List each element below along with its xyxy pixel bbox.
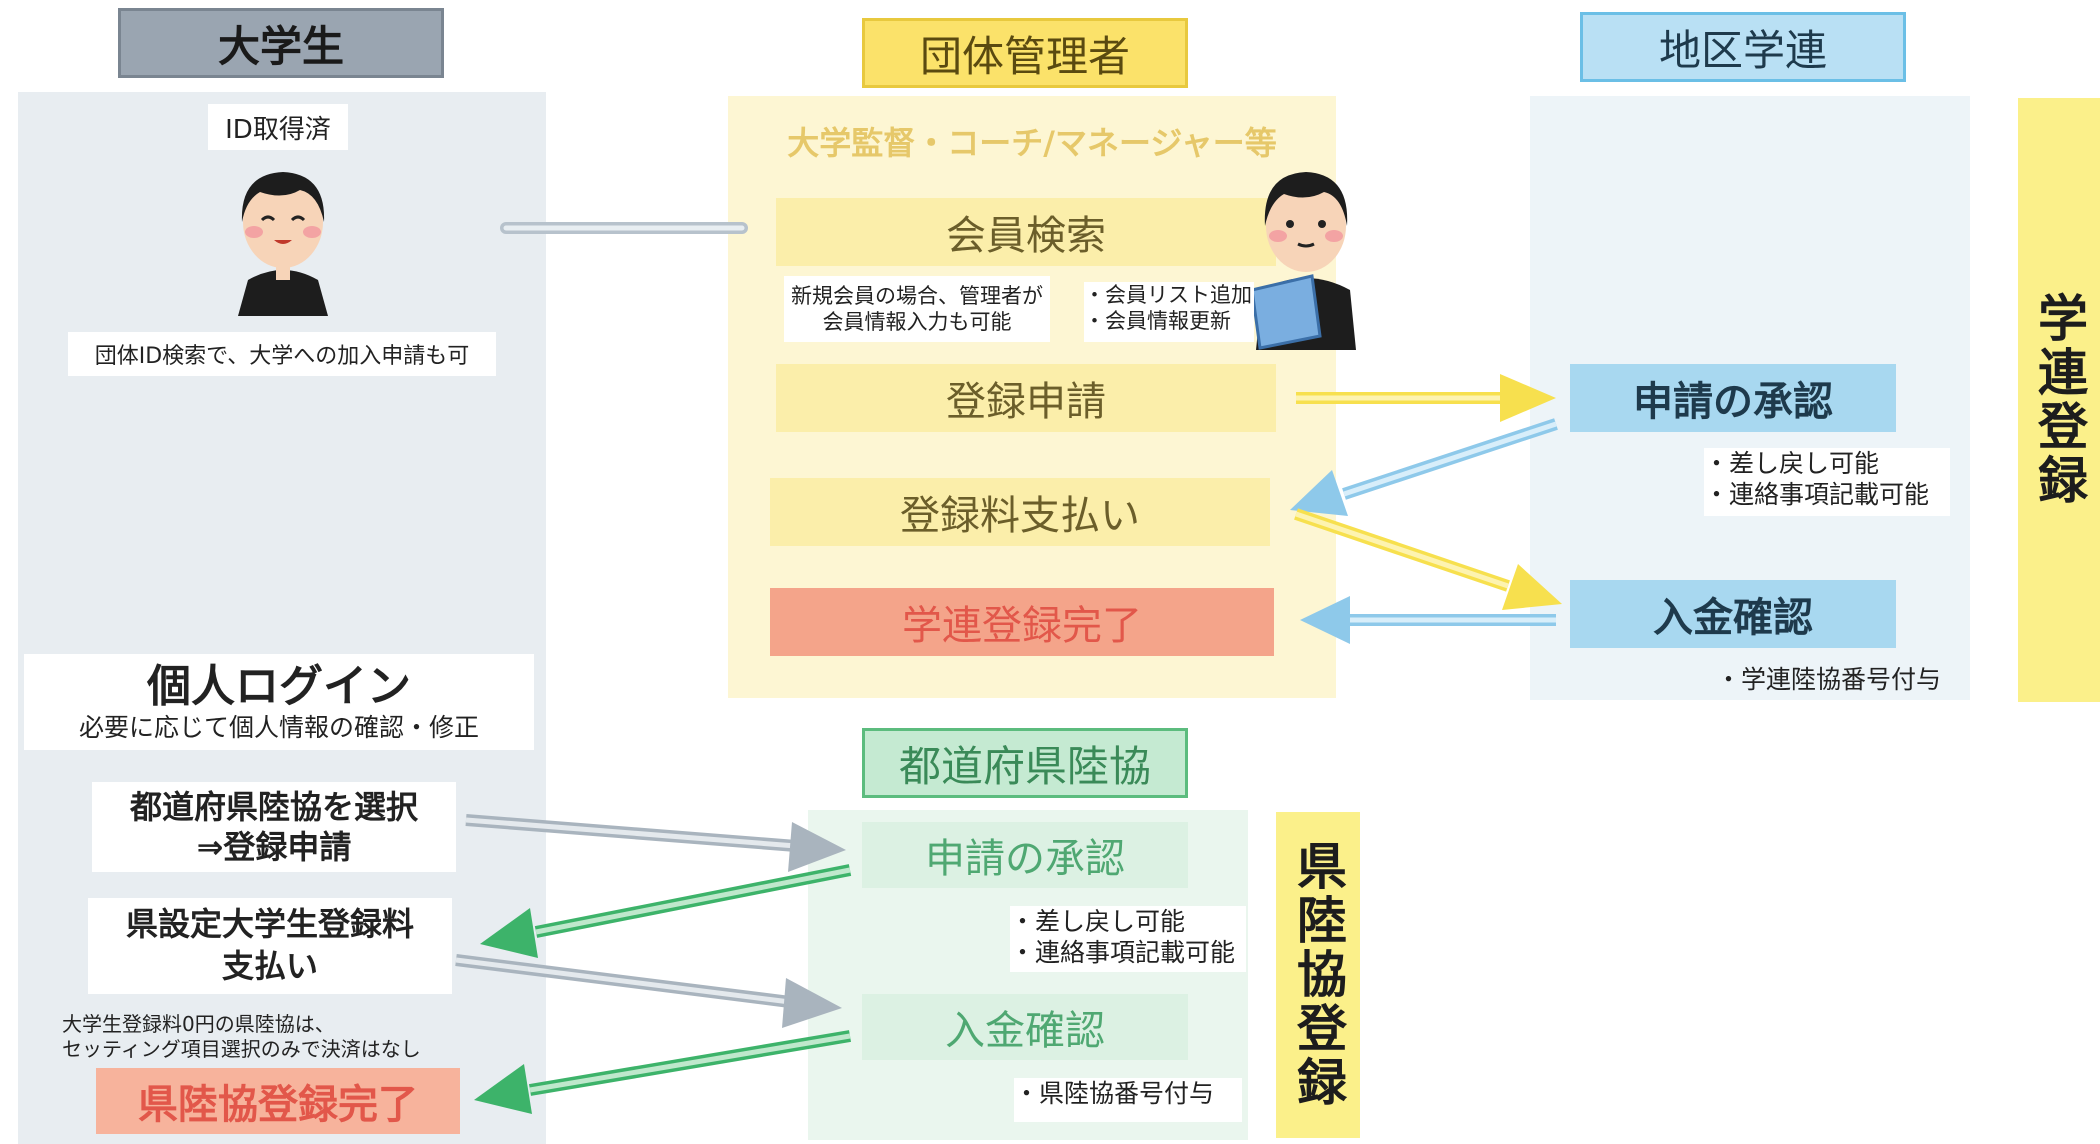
zero-fee-note-line2: セッティング項目選択のみで決済はなし <box>62 1037 421 1061</box>
new-member-note-line2: 会員情報入力も可能 <box>822 310 1012 334</box>
arrow-payment-confirm-to-complete <box>1300 596 1556 644</box>
member-list-note-line1: ・会員リスト追加 <box>1084 283 1252 307</box>
district-approval-step: 申請の承認 <box>1570 364 1896 432</box>
zero-fee-note: 大学生登録料0円の県陸協は、 セッティング項目選択のみで決済はなし <box>62 1012 502 1062</box>
pref-approval-note-line2: ・連絡事項記載可能 <box>1010 938 1236 968</box>
id-obtained-badge: ID取得済 <box>208 104 348 150</box>
district-column-header: 地区学連 <box>1580 12 1906 82</box>
personal-login-box: 個人ログイン 必要に応じて個人情報の確認・修正 <box>24 654 534 750</box>
district-payment-note: ・学連陸協番号付与 <box>1716 665 1942 694</box>
pref-fee-line1: 県設定大学生登録料 <box>125 905 414 944</box>
pref-payment-confirm-step: 入金確認 <box>862 994 1188 1060</box>
new-member-note: 新規会員の場合、管理者が 会員情報入力も可能 <box>784 276 1050 342</box>
new-member-note-line1: 新規会員の場合、管理者が <box>791 283 1043 308</box>
select-prefecture-box: 都道府県陸協を選択 ⇒登録申請 <box>92 782 456 872</box>
member-search-step: 会員検索 <box>776 198 1276 266</box>
gakuren-side-label: 学連登録 <box>2018 98 2100 702</box>
member-list-note: ・会員リスト追加 ・会員情報更新 <box>1084 282 1254 342</box>
member-list-note-line2: ・会員情報更新 <box>1084 309 1231 334</box>
pref-approval-step: 申請の承認 <box>862 822 1188 888</box>
admin-avatar <box>1250 160 1362 350</box>
admin-column-header: 団体管理者 <box>862 18 1188 88</box>
group-id-search-note: 団体ID検索で、大学への加入申請も可 <box>68 332 496 376</box>
prefecture-column-header: 都道府県陸協 <box>862 728 1188 798</box>
student-column-header: 大学生 <box>118 8 444 78</box>
student-avatar <box>228 160 338 316</box>
kenrikkyo-side-label-text: 県陸協登録 <box>1289 840 1347 1110</box>
zero-fee-note-line1: 大学生登録料0円の県陸協は、 <box>62 1012 335 1036</box>
pref-approval-note: ・差し戻し可能 ・連絡事項記載可能 <box>1010 906 1246 972</box>
admin-subtitle: 大学監督・コーチ/マネージャー等 <box>787 124 1277 162</box>
personal-login-title: 個人ログイン <box>147 661 411 712</box>
pref-registration-complete: 県陸協登録完了 <box>96 1068 460 1134</box>
gakuren-registration-complete: 学連登録完了 <box>770 588 1274 656</box>
gakuren-side-label-text: 学連登録 <box>2030 292 2088 508</box>
pref-fee-line2: 支払い <box>221 947 318 985</box>
district-payment-confirm-step: 入金確認 <box>1570 580 1896 648</box>
registration-request-step: 登録申請 <box>776 364 1276 432</box>
pref-fee-payment-box: 県設定大学生登録料 支払い <box>88 898 452 994</box>
pref-payment-note: ・県陸協番号付与 <box>1014 1078 1242 1122</box>
district-approval-note-line2: ・連絡事項記載可能 <box>1704 480 1930 510</box>
fee-payment-step: 登録料支払い <box>770 478 1270 546</box>
pref-approval-note-line1: ・差し戻し可能 <box>1010 907 1186 936</box>
district-approval-note: ・差し戻し可能 ・連絡事項記載可能 <box>1704 448 1950 516</box>
select-prefecture-line2: ⇒登録申請 <box>196 828 352 866</box>
select-prefecture-line1: 都道府県陸協を選択 <box>129 788 418 826</box>
personal-login-subtitle: 必要に応じて個人情報の確認・修正 <box>78 713 479 742</box>
district-approval-note-line1: ・差し戻し可能 <box>1704 449 1880 478</box>
kenrikkyo-side-label: 県陸協登録 <box>1276 812 1360 1138</box>
